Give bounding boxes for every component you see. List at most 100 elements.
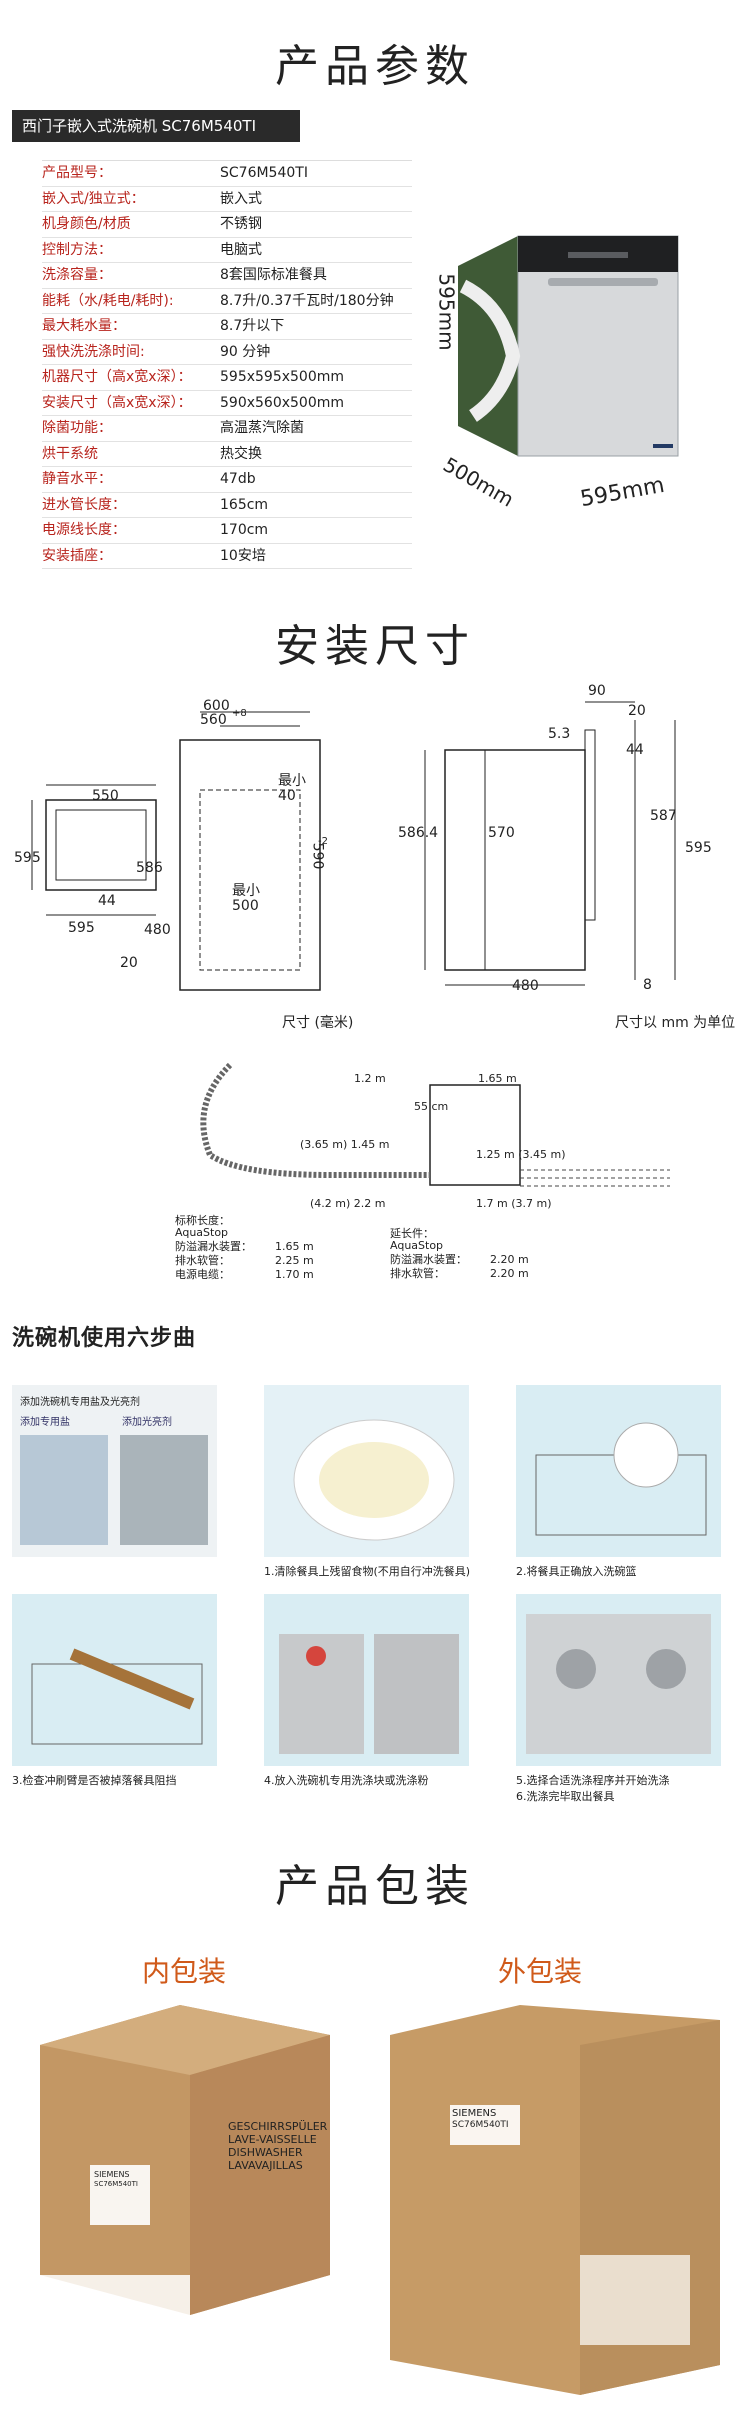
salt-image	[20, 1435, 108, 1545]
hose-row: 排水软管：2.25 m	[175, 1254, 314, 1268]
hose-row: 防溢漏水装置： 1.65 m	[175, 1240, 314, 1254]
dim-595-b: 595	[68, 920, 95, 936]
hose-right-title: 延长件：	[390, 1227, 434, 1240]
hose-row-value: 1.70 m	[275, 1268, 314, 1281]
hose-row-label: 防溢漏水装置：	[175, 1240, 252, 1253]
dim-r-480: 480	[512, 978, 539, 994]
spec-key: 洗涤容量：	[42, 267, 112, 283]
spec-value: 47db	[220, 471, 256, 487]
spec-table: 产品型号： SC76M540TI 嵌入式/独立式：嵌入式机身颜色/材质不锈钢控制方法…	[42, 160, 412, 569]
hose-row: 防溢漏水装置：2.20 m	[390, 1253, 529, 1267]
hose-row-value: 2.20 m	[490, 1267, 529, 1280]
spec-key: 烘干系统	[42, 445, 98, 462]
dim-560-sup: +8	[232, 708, 247, 719]
spec-key: 产品型号：	[42, 165, 112, 181]
dim-550: 550	[92, 788, 119, 804]
spec-value: SC76M540TI	[220, 165, 308, 181]
box-text-line: LAVE-VAISSELLE	[228, 2133, 317, 2146]
hose-row-label: 排水软管：	[175, 1254, 230, 1267]
dim-600: 600	[203, 698, 230, 714]
hose-left-sub: AquaStop	[175, 1226, 229, 1239]
step-caption-6: 6.洗涤完毕取出餐具	[516, 1790, 615, 1803]
spec-row: 最大耗水量：8.7升以下	[42, 314, 412, 340]
inner-box-model: SC76M540TI	[94, 2180, 138, 2188]
spec-row: 控制方法：电脑式	[42, 238, 412, 263]
step-card-4	[264, 1594, 469, 1766]
hose-d12: 1.2 m	[354, 1072, 386, 1085]
spec-row: 烘干系统 热交换	[42, 442, 412, 467]
spec-row: 进水管长度： 165cm	[42, 493, 412, 518]
hose-d42: (4.2 m) 2.2 m	[310, 1197, 386, 1210]
spec-value: 电脑式	[220, 241, 262, 258]
install-right-unit: 尺寸以 mm 为单位	[615, 1015, 736, 1031]
step-card-5	[516, 1594, 721, 1766]
dim-r-5864: 586.4	[398, 825, 439, 841]
spec-row: 机身颜色/材质不锈钢	[42, 212, 412, 238]
dim-height: 595mm	[434, 273, 459, 351]
hose-row: 电源电缆：1.70 m	[175, 1268, 314, 1282]
spec-row: 电源线长度：170cm	[42, 518, 412, 544]
box-text-line: GESCHIRRSPÜLER	[228, 2120, 328, 2133]
spec-value: 不锈钢	[220, 216, 262, 232]
dim-r-44: 44	[626, 742, 644, 758]
dim-480: 480	[144, 922, 171, 938]
install-right-drawing	[424, 701, 676, 986]
dim-560: 560	[200, 712, 227, 728]
hose-row-value: 1.65 m	[275, 1240, 314, 1253]
hose-row-label: 排水软管：	[390, 1267, 445, 1280]
dishwasher-photo	[448, 216, 688, 486]
install-left-unit: 尺寸 (毫米)	[282, 1015, 354, 1031]
hose-d55: 55 cm	[414, 1100, 449, 1113]
spec-key: 进水管长度：	[42, 496, 126, 513]
spec-value: 165cm	[220, 496, 269, 513]
spec-key: 强快洗洗涤时间:	[42, 343, 145, 360]
hose-left-title: 标称长度：	[175, 1214, 230, 1227]
spec-value: 10安培	[220, 547, 266, 564]
steps-title: 洗碗机使用六步曲	[12, 1325, 197, 1351]
dim-r-595: 595	[685, 840, 712, 856]
min40-value: 40	[278, 788, 296, 804]
min40-label: 最小	[278, 773, 306, 789]
install-left-drawing	[31, 711, 321, 991]
hose-d365: (3.65 m) 1.45 m	[300, 1138, 390, 1151]
spec-value: 8.7升/0.37千瓦时/180分钟	[220, 292, 394, 309]
inner-box	[40, 2005, 330, 2315]
dim-20: 20	[120, 955, 138, 971]
salt-head: 添加洗碗机专用盐及光亮剂	[20, 1397, 140, 1408]
spec-row: 洗涤容量：8套国际标准餐具	[42, 263, 412, 289]
install-title: 安装尺寸	[275, 621, 475, 672]
pack-outer-label: 外包装	[498, 1955, 583, 1988]
dim-r-570: 570	[488, 825, 515, 841]
spec-value: 595x595x500mm	[220, 369, 345, 385]
spec-row: 能耗（水/耗电/耗时):8.7升/0.37千瓦时/180分钟	[42, 289, 412, 314]
hose-row-label: 防溢漏水装置：	[390, 1253, 467, 1266]
step-card-salt: 添加洗碗机专用盐及光亮剂 添加专用盐 添加光亮剂	[12, 1385, 217, 1557]
min500-label: 最小	[232, 883, 260, 899]
spec-row: 安装插座：10安培	[42, 544, 412, 569]
dim-590-sup: -2	[318, 836, 328, 847]
spec-row: 嵌入式/独立式：嵌入式	[42, 187, 412, 212]
box-text-line: DISHWASHER	[228, 2146, 303, 2159]
box-text-line: LAVAVAJILLAS	[228, 2159, 303, 2172]
spec-row: 机器尺寸（高x宽x深）：595x595x500mm	[42, 365, 412, 391]
step-card-2	[516, 1385, 721, 1557]
step-card-1	[264, 1385, 469, 1557]
spec-key: 电源线长度：	[42, 522, 126, 538]
spec-row: 产品型号： SC76M540TI	[42, 161, 412, 187]
spec-row: 安装尺寸（高x宽x深）：590x560x500mm	[42, 391, 412, 416]
outer-box	[390, 2005, 720, 2395]
spec-row: 强快洗洗涤时间: 90 分钟	[42, 340, 412, 365]
spec-key: 静音水平：	[42, 471, 112, 487]
rinse-image	[120, 1435, 208, 1545]
dim-r-8: 8	[643, 977, 652, 993]
spec-value: 高温蒸汽除菌	[220, 420, 304, 436]
inner-box-brand: SIEMENS	[94, 2170, 130, 2179]
hose-row: 排水软管： 2.20 m	[390, 1267, 529, 1281]
dim-586: 586	[136, 860, 163, 876]
spec-value: 热交换	[220, 445, 262, 462]
step-caption-4: 4.放入洗碗机专用洗涤块或洗涤粉	[264, 1774, 429, 1787]
spec-key: 安装尺寸（高x宽x深）：	[42, 394, 192, 411]
spec-value: 90 分钟	[220, 343, 271, 360]
